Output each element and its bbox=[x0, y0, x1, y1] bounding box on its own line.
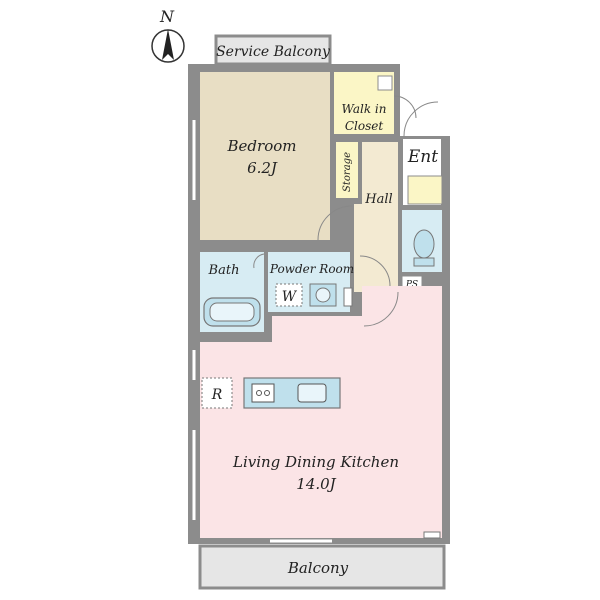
balcony: Balcony bbox=[198, 539, 446, 590]
ac-unit bbox=[423, 531, 441, 539]
entrance-door-swing bbox=[403, 101, 439, 137]
service-balcony-area bbox=[214, 34, 332, 66]
bedroom-size: 6.2J bbox=[247, 159, 278, 177]
bedroom-door-swing bbox=[317, 205, 353, 241]
stove-icon bbox=[251, 383, 275, 403]
balcony-area bbox=[198, 544, 446, 590]
shoe-cabinet bbox=[407, 175, 443, 205]
refrigerator-label: R bbox=[211, 387, 223, 403]
bath-label: Bath bbox=[208, 263, 240, 278]
balcony-label: Balcony bbox=[287, 559, 349, 577]
powder-room-label: Powder Room bbox=[269, 262, 354, 276]
burner-icon bbox=[264, 390, 270, 396]
ldk-label: Living Dining Kitchen bbox=[232, 453, 399, 471]
compass-label: N bbox=[159, 7, 175, 26]
entrance-label: Ent bbox=[407, 147, 438, 167]
bathtub-inner-icon bbox=[209, 302, 255, 322]
bedroom-label: Bedroom bbox=[227, 137, 297, 155]
walk-in-closet-label-2: Closet bbox=[345, 119, 384, 133]
washer-space bbox=[275, 283, 303, 307]
pipe-space-label: PS bbox=[405, 280, 418, 290]
walk-in-closet-label-1: Walk in bbox=[342, 102, 387, 116]
entrance: Ent bbox=[401, 101, 443, 207]
service-balcony-label: Service Balcony bbox=[216, 44, 331, 60]
burner-icon bbox=[256, 390, 262, 396]
entrance-notch bbox=[400, 64, 452, 136]
service-balcony: Service Balcony bbox=[214, 34, 332, 66]
hall-label: Hall bbox=[364, 192, 392, 207]
sink-basin-icon bbox=[315, 287, 331, 303]
north-arrow-icon bbox=[162, 29, 174, 60]
storage-label: Storage bbox=[342, 152, 353, 192]
closet-door-swing bbox=[393, 95, 417, 119]
powder-door-swing bbox=[359, 255, 391, 287]
ldk-size: 14.0J bbox=[296, 475, 336, 493]
powder-cabinet bbox=[343, 287, 353, 307]
bath-door-swing bbox=[253, 253, 265, 269]
ldk-area bbox=[200, 286, 442, 538]
compass: N bbox=[151, 7, 185, 63]
kitchen-sink-icon bbox=[297, 383, 327, 403]
refrigerator-space bbox=[201, 377, 233, 409]
hall-lower-area bbox=[354, 204, 398, 292]
washer-label: W bbox=[282, 289, 298, 305]
ldk-door-swing bbox=[363, 291, 399, 327]
closet-shelf-marker bbox=[377, 75, 393, 91]
bedroom-area bbox=[200, 72, 330, 240]
toilet-bowl-icon bbox=[413, 229, 435, 259]
storage-area bbox=[336, 142, 358, 198]
toilet-tank-icon bbox=[413, 257, 435, 267]
